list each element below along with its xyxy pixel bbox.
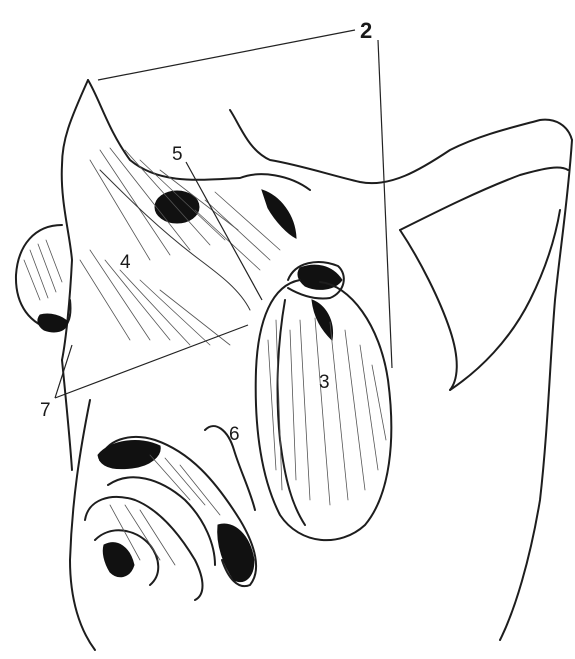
label-3: 3 bbox=[319, 372, 330, 393]
oval-structure bbox=[256, 262, 392, 540]
leader-7a bbox=[55, 325, 248, 398]
leader-lines bbox=[55, 30, 392, 398]
bone-outline bbox=[62, 80, 572, 650]
label-4: 4 bbox=[120, 252, 131, 273]
label-7: 7 bbox=[40, 400, 51, 421]
leader-2b bbox=[378, 40, 392, 368]
label-2: 2 bbox=[360, 18, 372, 43]
lower-coils bbox=[85, 426, 256, 600]
foramina bbox=[155, 190, 342, 340]
central-region bbox=[80, 148, 280, 345]
leader-2a bbox=[98, 30, 355, 80]
label-5: 5 bbox=[172, 144, 183, 165]
label-6: 6 bbox=[229, 424, 240, 445]
left-lobe bbox=[16, 225, 71, 332]
